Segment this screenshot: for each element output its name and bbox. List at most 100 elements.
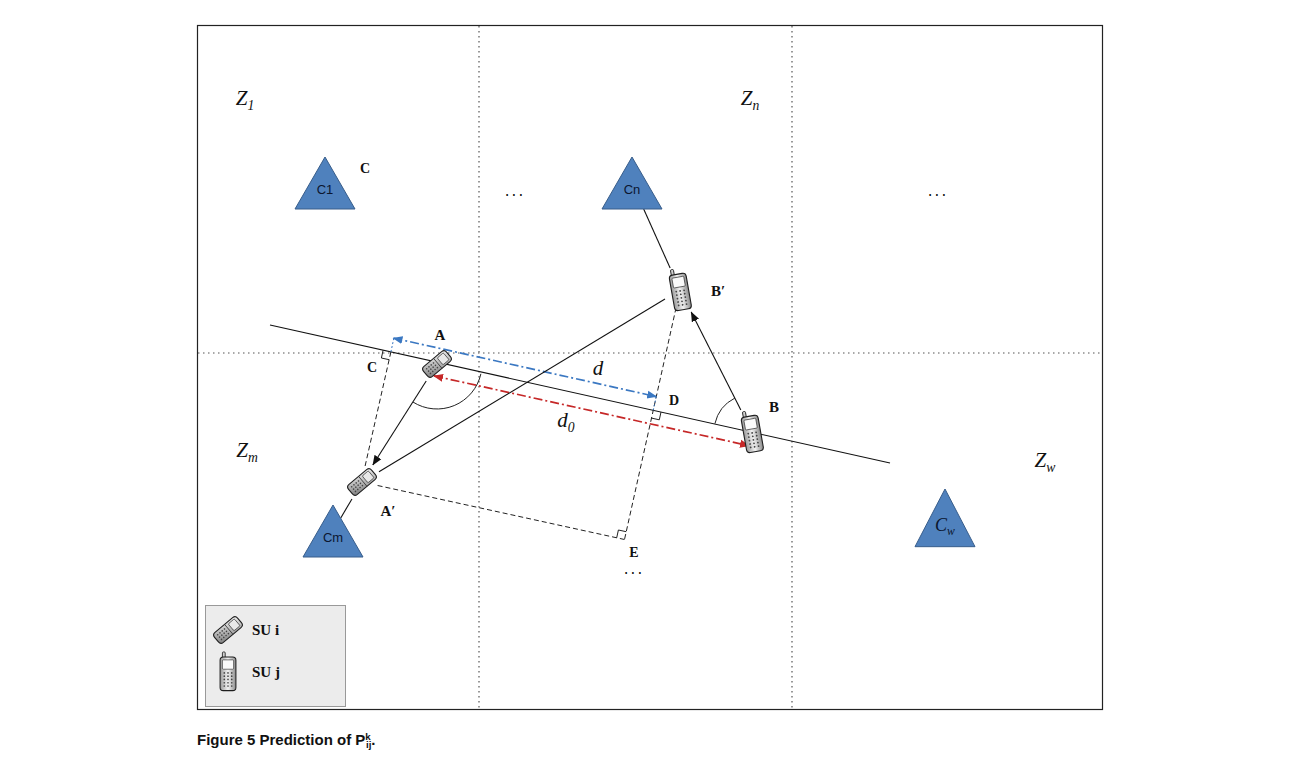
- point-label: E: [627, 545, 640, 560]
- caption-block: Figure 5 Prediction of Pkij.: [197, 731, 376, 750]
- label-anchor: ...: [622, 560, 646, 578]
- legend-phone-icon: [220, 652, 236, 691]
- right-angle-mark: [652, 412, 662, 420]
- secondary-user-phone: B′: [665, 268, 695, 312]
- legend-row: SU j: [252, 663, 280, 681]
- zone-border: [478, 26, 479, 709]
- subscript: w: [1046, 460, 1055, 475]
- phone-icon: [421, 349, 452, 378]
- node-shape: [737, 410, 767, 454]
- user-label: B: [768, 399, 780, 416]
- caption-text: .: [371, 731, 375, 748]
- base-station-triangle: Cm: [302, 504, 364, 558]
- zone-label: Zw: [1033, 449, 1058, 474]
- legend-text: SU j: [252, 664, 280, 680]
- text-base: Z: [236, 86, 248, 110]
- distance-arrow: [394, 338, 657, 397]
- user-label: B′: [710, 283, 726, 300]
- secondary-user-phone: B: [737, 410, 767, 454]
- caption-text: Figure 5 Prediction of P: [197, 731, 365, 748]
- subscript: 1: [247, 98, 254, 113]
- point-label: D: [667, 393, 681, 408]
- text-base: Z: [741, 86, 753, 110]
- zone-border: [198, 352, 1102, 353]
- subscript: n: [752, 98, 759, 113]
- right-angle-mark: [381, 350, 389, 360]
- triangle-outline: [295, 157, 355, 209]
- legend-row: SU i: [252, 621, 279, 639]
- connector: [691, 312, 741, 410]
- distance-label: d0: [555, 409, 576, 434]
- point-label: C: [365, 360, 379, 375]
- subscript: ij: [366, 739, 371, 750]
- label-anchor: d0: [555, 409, 576, 434]
- station-label: Cn: [624, 183, 641, 198]
- subscript: 0: [568, 420, 575, 435]
- angle-arc: [715, 398, 735, 424]
- legend-box: [206, 606, 346, 707]
- point-label: C: [358, 161, 372, 176]
- zone-label: Z1: [234, 87, 257, 112]
- user-label: A′: [379, 503, 396, 520]
- label-anchor: d: [591, 357, 606, 380]
- connector: [373, 381, 426, 465]
- subscript: w: [947, 524, 955, 537]
- reference-line: [270, 325, 890, 463]
- text-base: C: [935, 515, 947, 535]
- node-shape: [665, 268, 695, 312]
- connector: [644, 209, 670, 268]
- label-anchor: ...: [926, 182, 950, 200]
- label-anchor: Zn: [739, 87, 762, 112]
- phone-icon: [740, 409, 764, 453]
- triangle-outline: [915, 489, 975, 547]
- station-label: Cm: [323, 531, 343, 546]
- dimension-tick: [653, 395, 656, 410]
- distance-label: d: [591, 357, 606, 380]
- label-anchor: C: [365, 358, 379, 376]
- zone-label: Zn: [739, 87, 762, 112]
- base-station-triangle: C1: [294, 156, 356, 210]
- user-label: A: [434, 327, 447, 344]
- label-anchor: ...: [503, 182, 527, 200]
- text-base: d: [557, 408, 568, 432]
- zone-border: [791, 26, 792, 709]
- secondary-user-phone: A′: [345, 465, 379, 499]
- triangle-outline: [602, 157, 662, 209]
- text-base: Z: [1035, 448, 1047, 472]
- legend-phone-icon: [212, 615, 243, 644]
- label-anchor: Zw: [1033, 449, 1058, 474]
- ellipsis: ...: [503, 183, 527, 200]
- label-anchor: Z1: [234, 87, 257, 112]
- right-angle-mark: [617, 530, 627, 538]
- subscript: m: [248, 450, 258, 465]
- ellipsis: ...: [926, 183, 950, 200]
- text-base: Z: [236, 438, 248, 462]
- legend-text: SU i: [252, 622, 279, 638]
- base-station-triangle: Cn: [601, 156, 663, 210]
- node-shape: [420, 347, 454, 381]
- phone-icon: [346, 467, 377, 496]
- secondary-user-phone: A: [420, 347, 454, 381]
- station-label: C1: [317, 183, 334, 198]
- station-label: Cw: [935, 515, 955, 538]
- label-anchor: C: [358, 159, 372, 177]
- base-station-triangle: Cw: [914, 488, 976, 548]
- zone-label: Zm: [234, 439, 260, 464]
- connector: [379, 299, 665, 472]
- figure-frame: [198, 26, 1103, 710]
- ellipsis: ...: [622, 561, 646, 578]
- label-anchor: E: [627, 543, 640, 561]
- phone-icon: [668, 267, 692, 311]
- projection-line: [378, 486, 625, 540]
- node-shape: [345, 465, 379, 499]
- connector: [341, 499, 352, 518]
- distance-arrow: [434, 376, 749, 446]
- figure-caption: Figure 5 Prediction of Pkij.: [197, 731, 376, 748]
- label-anchor: Zm: [234, 439, 260, 464]
- projection-line: [365, 352, 391, 466]
- triangle-outline: [303, 505, 363, 557]
- label-anchor: D: [667, 391, 681, 409]
